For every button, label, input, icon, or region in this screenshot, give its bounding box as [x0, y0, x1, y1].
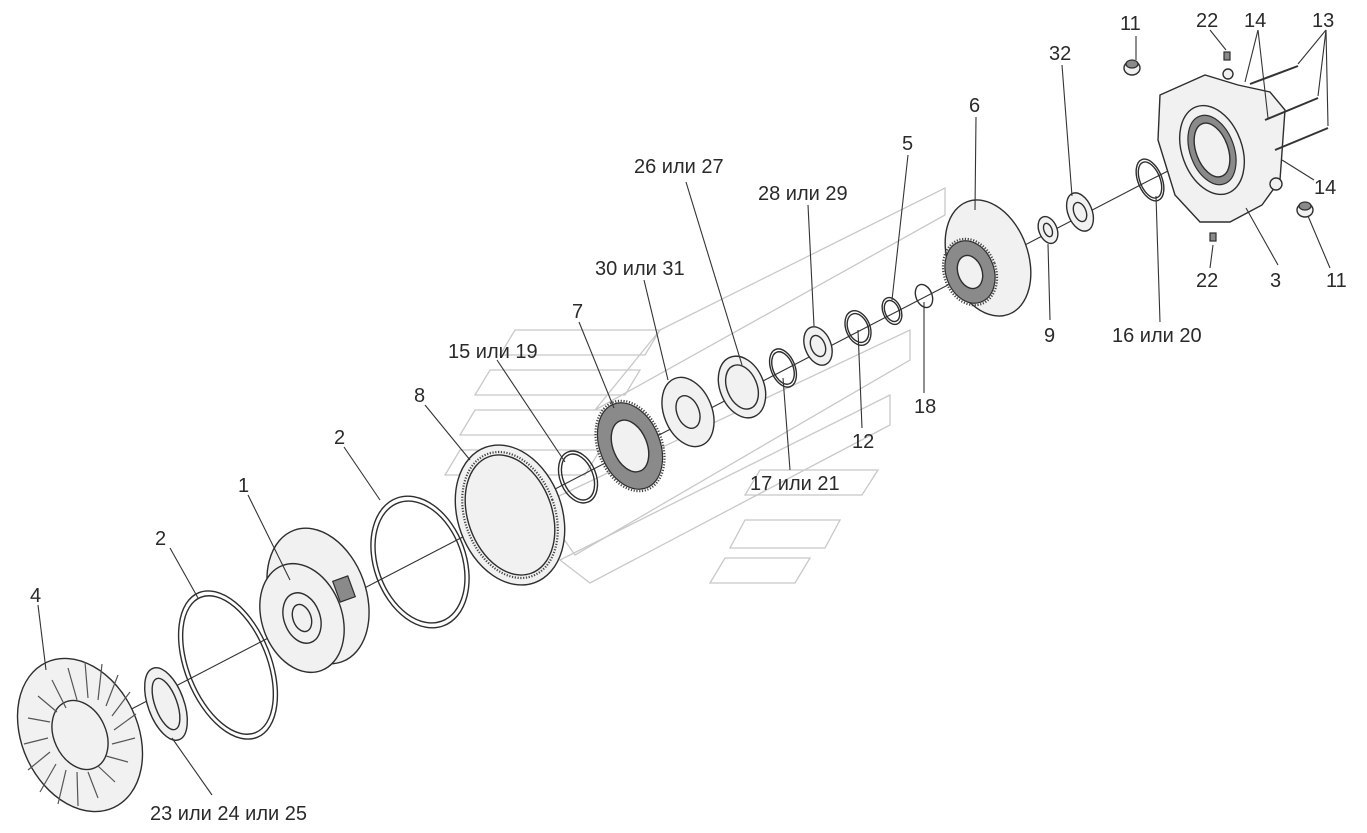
part-3-housing — [1157, 68, 1286, 223]
part-30-washer — [661, 376, 715, 448]
part-2-gasket-right — [370, 495, 470, 629]
part-22-bolt-top — [1223, 51, 1231, 61]
callout-2-left: 2 — [155, 528, 166, 550]
callout-30-or-31: 30 или 31 — [595, 258, 685, 280]
callout-6: 6 — [969, 95, 980, 117]
part-12-ring — [844, 310, 872, 346]
callout-26-or-27: 26 или 27 — [634, 156, 724, 178]
part-4-impeller — [16, 657, 144, 813]
part-1-pump-body — [259, 527, 370, 674]
part-32-bearing — [1065, 192, 1095, 232]
callout-13: 13 — [1312, 10, 1334, 32]
part-18-snap-ring — [914, 283, 934, 309]
watermark-logo — [443, 186, 946, 584]
callout-14-right: 14 — [1314, 177, 1336, 199]
callout-12: 12 — [852, 431, 874, 453]
part-15-oring — [557, 450, 599, 504]
part-16-oring — [1135, 158, 1165, 202]
callout-28-or-29: 28 или 29 — [758, 183, 848, 205]
part-26-washer — [717, 355, 767, 419]
part-6-flange — [941, 199, 1032, 317]
callout-1: 1 — [238, 475, 249, 497]
leader-lines — [37, 29, 1331, 796]
part-23-seal — [143, 667, 189, 741]
callout-18: 18 — [914, 396, 936, 418]
callout-32: 32 — [1049, 43, 1071, 65]
callout-15-or-19: 15 или 19 — [448, 341, 538, 363]
part-8-ring-gear — [454, 444, 566, 586]
part-28-bushing — [803, 326, 833, 366]
callout-9: 9 — [1044, 325, 1055, 347]
callout-23-or-24-or-25: 23 или 24 или 25 — [150, 803, 307, 825]
callout-16-or-20: 16 или 20 — [1112, 325, 1202, 347]
callout-14-top: 14 — [1244, 10, 1266, 32]
callout-7: 7 — [572, 301, 583, 323]
part-2-gasket-left — [177, 590, 279, 740]
callout-22-top: 22 — [1196, 10, 1218, 32]
part-22-bolt-bottom — [1209, 232, 1217, 242]
part-11-plug-top — [1123, 59, 1141, 76]
callout-2-right: 2 — [334, 427, 345, 449]
callout-5: 5 — [902, 133, 913, 155]
part-11-plug-bottom — [1296, 201, 1314, 218]
callout-8: 8 — [414, 385, 425, 407]
part-17-snap-ring — [768, 348, 798, 388]
callout-3: 3 — [1270, 270, 1281, 292]
callout-11-top: 11 — [1120, 13, 1141, 35]
part-9-bearing — [1037, 215, 1059, 245]
part-5-ring — [881, 296, 903, 326]
callout-11-bottom: 11 — [1326, 270, 1347, 292]
part-7-gear — [594, 399, 666, 493]
callout-17-or-21: 17 или 21 — [750, 473, 840, 495]
callout-labels: 4 2 1 2 8 15 или 19 7 30 или 31 26 или 2… — [30, 10, 1347, 825]
callout-22-bottom: 22 — [1196, 270, 1218, 292]
part-13-bolts — [1249, 65, 1329, 151]
callout-4: 4 — [30, 585, 41, 607]
